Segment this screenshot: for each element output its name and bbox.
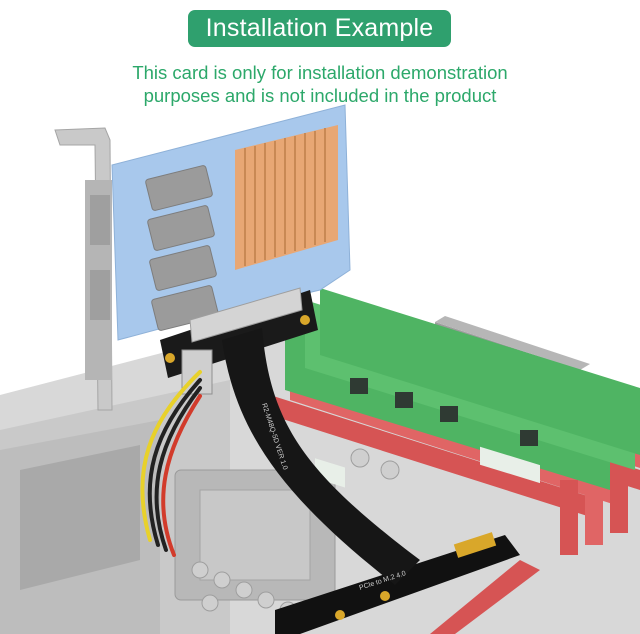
page-title: Installation Example (188, 10, 451, 47)
ribbon-cable (222, 328, 420, 585)
pci-bracket (54, 127, 113, 411)
ram-modules (285, 288, 640, 490)
pcie-slot-bottom (430, 560, 540, 634)
m2-adapter-board (275, 535, 520, 634)
caption-line-2: purposes and is not included in the prod… (143, 85, 497, 106)
power-cable (140, 370, 202, 557)
heatsink (235, 125, 338, 270)
expansion-card (111, 104, 351, 341)
riser-adapter (160, 287, 318, 395)
caption-line-1: This card is only for installation demon… (132, 62, 508, 83)
